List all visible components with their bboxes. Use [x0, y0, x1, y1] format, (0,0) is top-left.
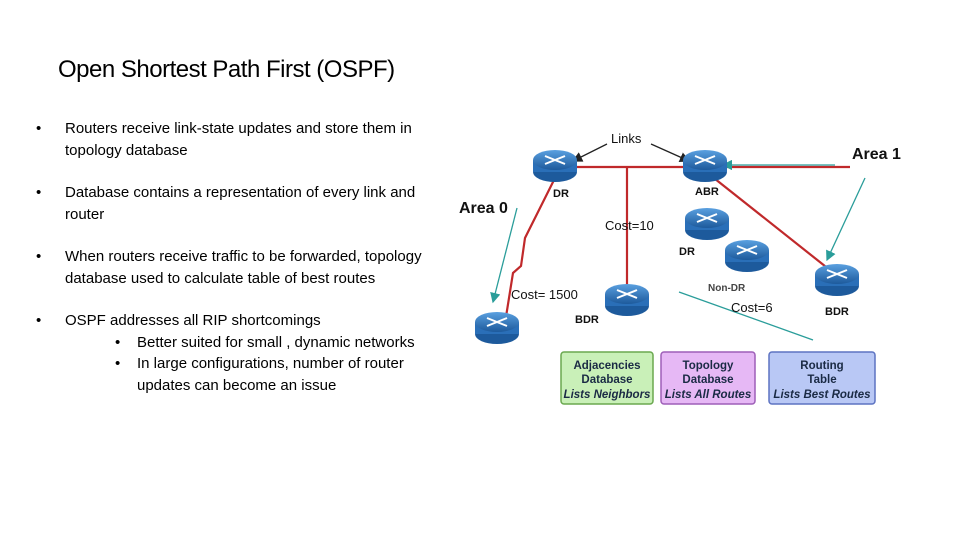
topology-database-box: Topology Database Lists All Routes [660, 351, 756, 405]
label-dr-2: DR [679, 246, 695, 258]
label-bdr-right: BDR [825, 306, 849, 318]
router-icon [683, 150, 727, 182]
bullet-dot: • [36, 248, 42, 265]
box-line: Topology [683, 360, 734, 372]
label-area-0: Area 0 [459, 200, 508, 217]
bullet-item: • When routers receive traffic to be for… [36, 246, 456, 289]
box-line: Database [682, 374, 733, 386]
router-icon [725, 240, 769, 272]
label-abr: ABR [695, 186, 719, 198]
box-line: Adjacencies [573, 360, 640, 372]
label-cost-1500: Cost= 1500 [511, 287, 578, 302]
bullet-text: Database contains a representation of ev… [65, 184, 416, 223]
label-cost-10: Cost=10 [605, 218, 654, 233]
router-icon [533, 150, 577, 182]
box-line: Database [581, 374, 632, 386]
bullet-dot: • [36, 312, 42, 329]
bullet-list: • Routers receive link-state updates and… [36, 118, 456, 396]
label-links: Links [611, 131, 642, 146]
bullet-dot: • [115, 333, 121, 351]
bullet-text: Routers receive link-state updates and s… [65, 120, 412, 159]
bullet-item: • OSPF addresses all RIP shortcomings [36, 310, 456, 332]
router-icon [605, 284, 649, 316]
label-non-dr: Non-DR [708, 283, 746, 294]
router-icon [685, 208, 729, 240]
sub-bullet-text: In large configurations, number of route… [137, 355, 404, 394]
box-line: Lists All Routes [665, 389, 751, 401]
bullet-item: • Database contains a representation of … [36, 182, 456, 225]
box-line: Lists Neighbors [564, 389, 651, 401]
sub-bullet-text: Better suited for small , dynamic networ… [137, 333, 415, 351]
sub-bullet-item: • In large configurations, number of rou… [36, 353, 456, 396]
network-links [486, 165, 850, 329]
arrows [490, 143, 866, 341]
router-icon [475, 312, 519, 344]
bullet-dot: • [36, 120, 42, 137]
box-line: Routing [800, 360, 843, 372]
label-area-1: Area 1 [852, 146, 901, 163]
label-cost-6: Cost=6 [731, 300, 773, 315]
sub-bullet-item: • Better suited for small , dynamic netw… [36, 332, 456, 354]
routing-table-box: Routing Table Lists Best Routes [768, 351, 876, 405]
label-dr: DR [553, 188, 569, 200]
slide-title: Open Shortest Path First (OSPF) [58, 56, 395, 83]
label-bdr-left: BDR [575, 314, 599, 326]
box-line: Lists Best Routes [773, 389, 870, 401]
ospf-network-diagram: Links Area 1 Area 0 DR ABR Cost=10 DR No… [459, 131, 901, 405]
adjacencies-database-box: Adjacencies Database Lists Neighbors [560, 351, 654, 405]
box-line: Table [807, 374, 836, 386]
bullet-text: When routers receive traffic to be forwa… [65, 248, 422, 287]
bullet-item: • Routers receive link-state updates and… [36, 118, 456, 161]
bullet-dot: • [36, 184, 42, 201]
router-icon [815, 264, 859, 296]
bullet-dot: • [115, 355, 121, 372]
bullet-text: OSPF addresses all RIP shortcomings [65, 312, 321, 329]
